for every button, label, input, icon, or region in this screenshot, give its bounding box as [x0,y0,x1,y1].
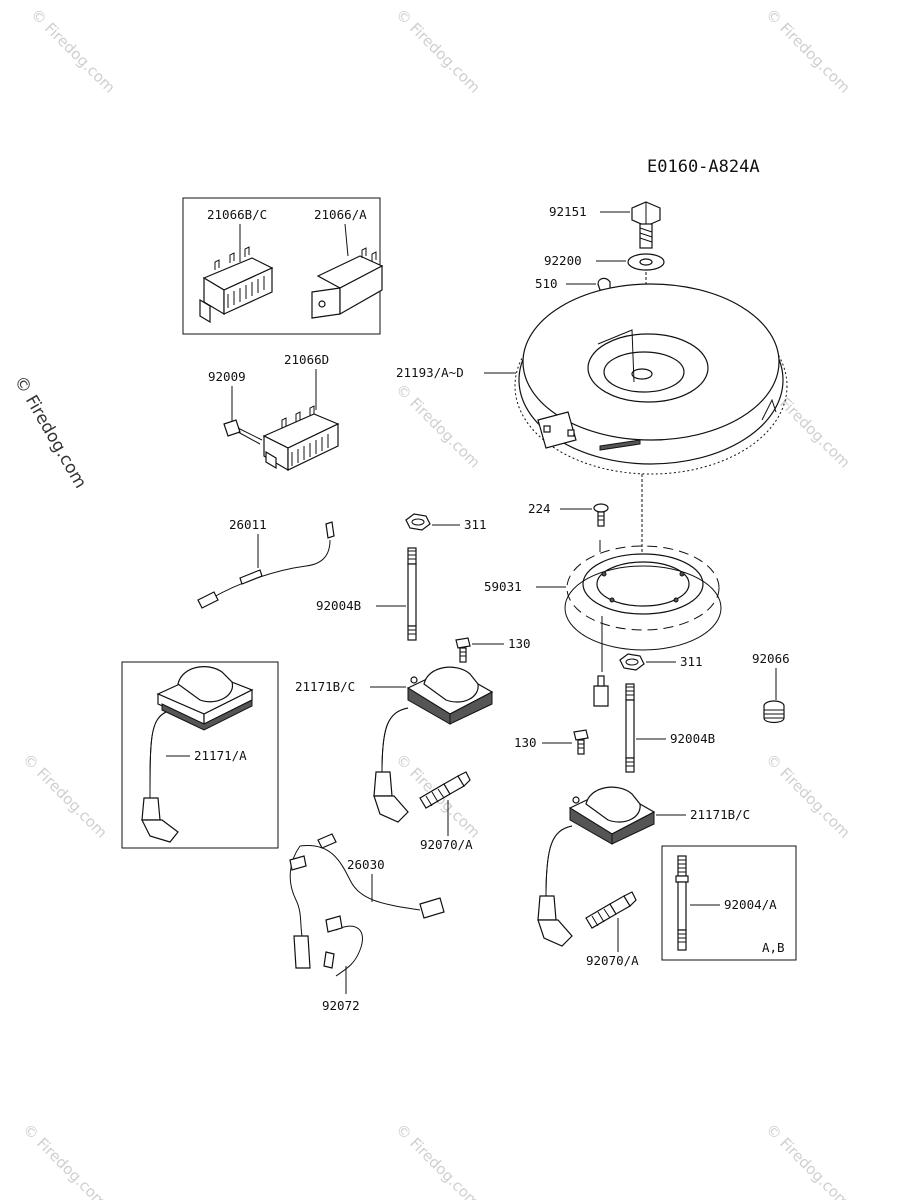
label-21066bc: 21066B/C [207,207,267,222]
watermark-bottom-right: © Firedog.com [762,1120,854,1200]
reference-code: E0160-A824A [647,157,760,177]
label-311-left: 311 [464,517,487,532]
watermark-low-right: © Firedog.com [762,750,854,842]
label-130-right: 130 [514,735,537,750]
regulator-21066bc [199,246,274,324]
label-92004b-left: 92004B [316,598,361,613]
watermarks: © Firedog.com © Firedog.com © Firedog.co… [10,5,854,1200]
label-311-right: 311 [680,654,703,669]
ignition-coil-21171bc-left [373,666,494,823]
watermark-low-left: © Firedog.com [19,750,111,842]
watermark-bottom-mid: © Firedog.com [392,1120,484,1200]
label-92070a-right: 92070/A [586,953,639,968]
bolt-130-left [455,637,471,663]
label-21171bc-left: 21171B/C [295,679,355,694]
nut-311-left [405,513,431,531]
watermark-mid-center: © Firedog.com [392,380,484,472]
lead-26011 [197,521,335,609]
label-26030: 26030 [347,857,385,872]
label-26011: 26011 [229,517,267,532]
regulator-21066a [311,247,384,319]
screw-224 [593,503,609,527]
watermark-top-mid: © Firedog.com [392,5,484,97]
label-92200: 92200 [544,253,582,268]
watermark-top-right: © Firedog.com [762,5,854,97]
stator-59031 [564,540,722,707]
label-92066: 92066 [752,651,790,666]
label-21066a: 21066/A [314,207,367,222]
spark-plug-92070a-right [585,891,637,929]
label-21193: 21193/A~D [396,365,464,380]
label-21066d: 21066D [284,352,329,367]
label-92004a: 92004/A [724,897,777,912]
watermark-top-left: © Firedog.com [27,5,119,97]
label-92004b-right: 92004B [670,731,715,746]
label-21171a: 21171/A [194,748,247,763]
watermark-side: © Firedog.com [10,373,91,492]
ignition-coil-21171bc-right [537,786,656,947]
label-59031: 59031 [484,579,522,594]
stud-box [661,845,797,961]
spark-plug-92070a-left [419,771,471,809]
nut-311-right [619,653,645,671]
label-92009: 92009 [208,369,246,384]
regulator-21066d [262,405,340,472]
flywheel-21193 [514,283,788,475]
bolt-130-right [573,729,589,755]
label-130-left: 130 [508,636,531,651]
watermark-bottom-left: © Firedog.com [19,1120,111,1200]
harness-26030 [289,833,445,969]
label-21171bc-right: 21171B/C [690,807,750,822]
label-92151: 92151 [549,204,587,219]
lead-92072 [323,915,363,977]
screw-92009 [223,419,263,445]
coil-box [121,661,279,849]
bolt-92151 [631,201,661,249]
ignition-coil-21171a [141,666,254,843]
cap-92066 [763,700,785,724]
label-92070a-left: 92070/A [420,837,473,852]
stud-92004b-left [407,547,417,641]
label-224: 224 [528,501,551,516]
label-510: 510 [535,276,558,291]
label-92072: 92072 [322,998,360,1013]
stud-92004b-right [625,683,635,773]
washer-92200 [627,253,665,271]
stud-92004a [675,855,689,951]
box-note-ab: A,B [762,940,785,955]
